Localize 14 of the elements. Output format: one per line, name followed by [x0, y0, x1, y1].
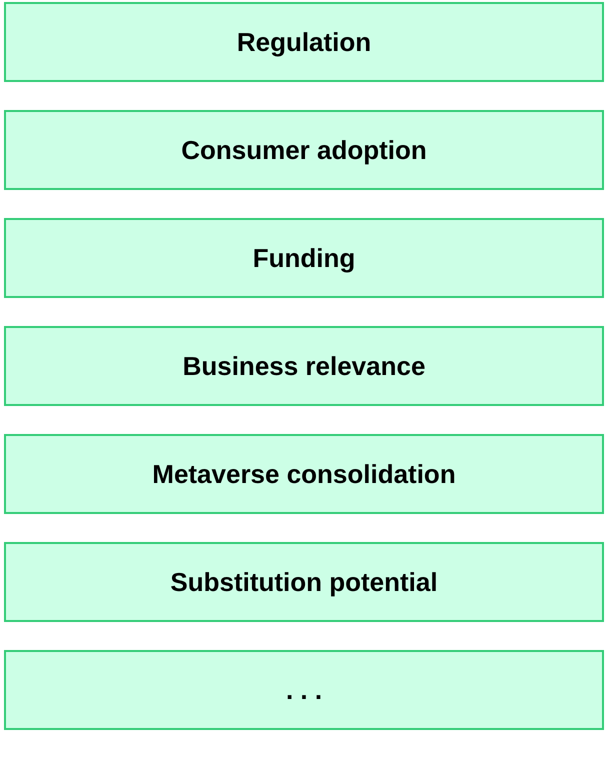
box-label: Business relevance: [182, 350, 426, 382]
category-box: [4, 434, 604, 514]
category-box: [4, 2, 604, 82]
box-label: Regulation: [236, 26, 372, 58]
box-label: Substitution potential: [170, 566, 438, 598]
category-box: [4, 326, 604, 406]
box-label: Funding: [252, 242, 356, 274]
category-box: [4, 218, 604, 298]
box-label: Metaverse consolidation: [152, 458, 456, 490]
box-label: Consumer adoption: [181, 134, 427, 166]
box-label: . . .: [286, 674, 322, 706]
category-box: [4, 110, 604, 190]
category-box: [4, 542, 604, 622]
category-box: [4, 650, 604, 730]
